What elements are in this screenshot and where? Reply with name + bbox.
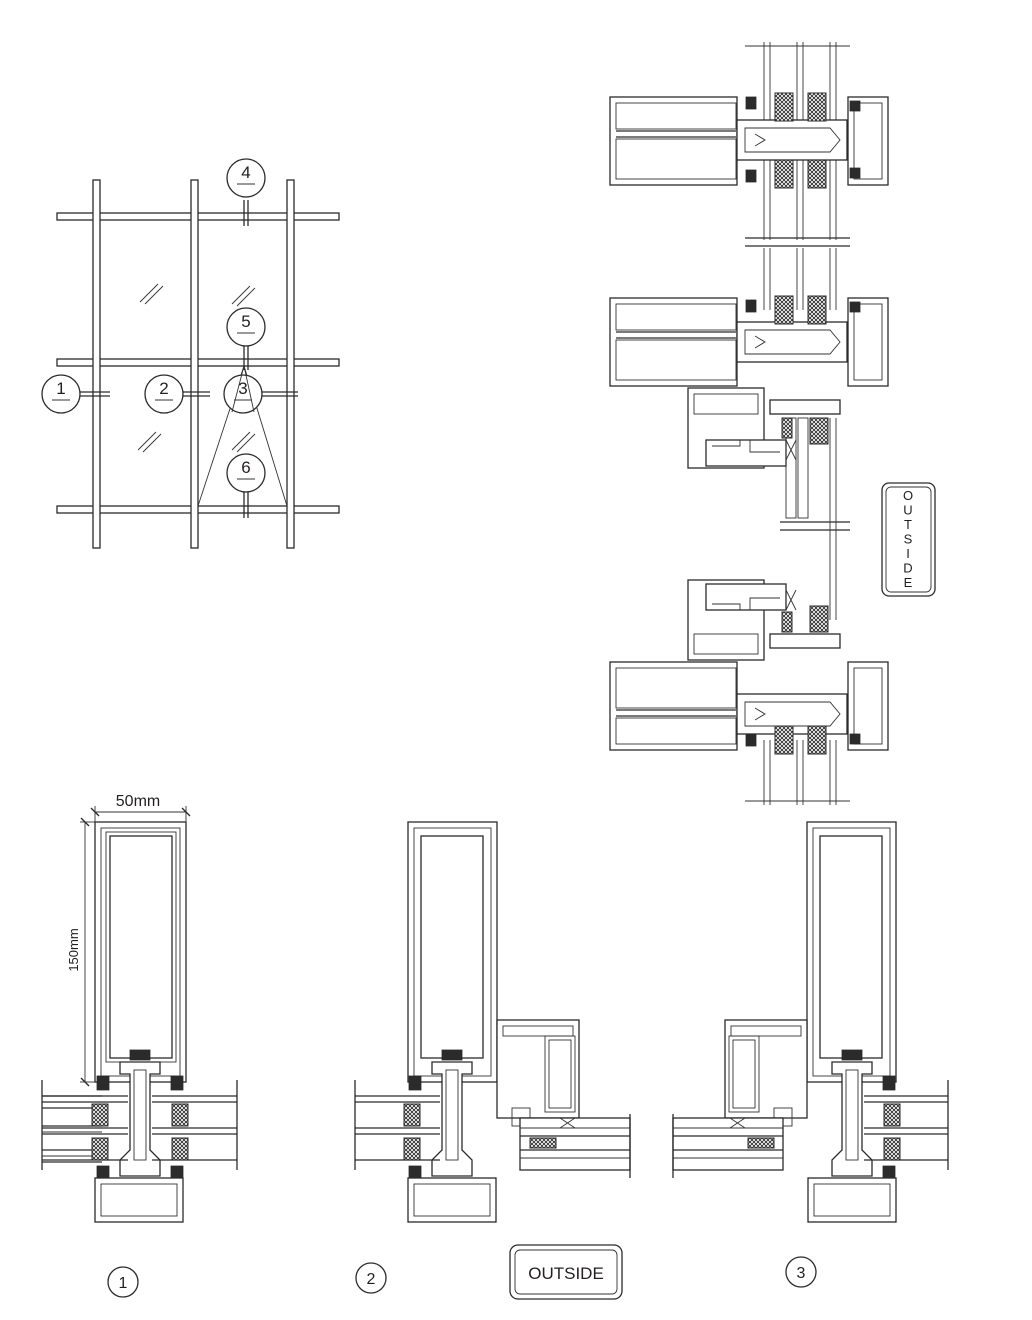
width-dimension-label: 50mm <box>116 793 160 810</box>
outside-vertical-letter: I <box>906 546 910 561</box>
outside-vertical-letter: E <box>904 575 913 590</box>
outside-label-horizontal: OUTSIDE <box>509 1244 623 1300</box>
detail-3: 3 <box>672 821 949 1288</box>
marker-1: 1 <box>41 374 81 414</box>
marker-3-number: 3 <box>238 379 247 398</box>
marker-4: 4 <box>226 158 266 198</box>
marker-2-number: 2 <box>159 379 168 398</box>
marker-2: 2 <box>144 374 184 414</box>
detail-2-caption: 2 <box>367 1271 376 1288</box>
marker-4-number: 4 <box>241 163 250 182</box>
bottom-transom <box>609 661 889 755</box>
outside-vertical-letter: U <box>903 503 912 518</box>
vent-sash-bottom <box>687 579 841 661</box>
detail-3-caption: 3 <box>797 1265 806 1282</box>
detail-1: 50mm 150mm 1 <box>41 793 238 1298</box>
height-dimension-label: 150mm <box>66 928 81 971</box>
detail-1-caption: 1 <box>119 1275 128 1292</box>
marker-6: 6 <box>226 453 266 493</box>
marker-5: 5 <box>226 307 266 347</box>
marker-3: 3 <box>223 365 263 414</box>
detail-1-caption-circle <box>107 1266 139 1298</box>
vertical-section: OUTSIDE <box>609 42 936 805</box>
top-transom <box>609 92 889 189</box>
outside-horizontal-text: OUTSIDE <box>528 1264 604 1283</box>
mullion-left <box>92 179 101 549</box>
detail-2-caption-circle <box>355 1262 387 1294</box>
outside-vertical-letter: S <box>904 532 913 547</box>
middle-transom <box>609 295 889 387</box>
outside-vertical-letter: D <box>903 561 912 576</box>
detail-3-caption-circle <box>785 1256 817 1288</box>
detail-2: 2 <box>354 821 631 1294</box>
outside-vertical-letter: T <box>904 517 912 532</box>
mullion-center <box>190 179 199 549</box>
marker-1-number: 1 <box>56 379 65 398</box>
marker-6-number: 6 <box>241 458 250 477</box>
marker-5-number: 5 <box>241 312 250 331</box>
vent-sash-top <box>687 387 841 620</box>
glass-marks <box>137 283 256 453</box>
outside-vertical-letter: O <box>903 488 913 503</box>
elevation-grid: 1 2 3 4 5 6 <box>41 158 340 549</box>
mullion-right <box>286 179 295 549</box>
